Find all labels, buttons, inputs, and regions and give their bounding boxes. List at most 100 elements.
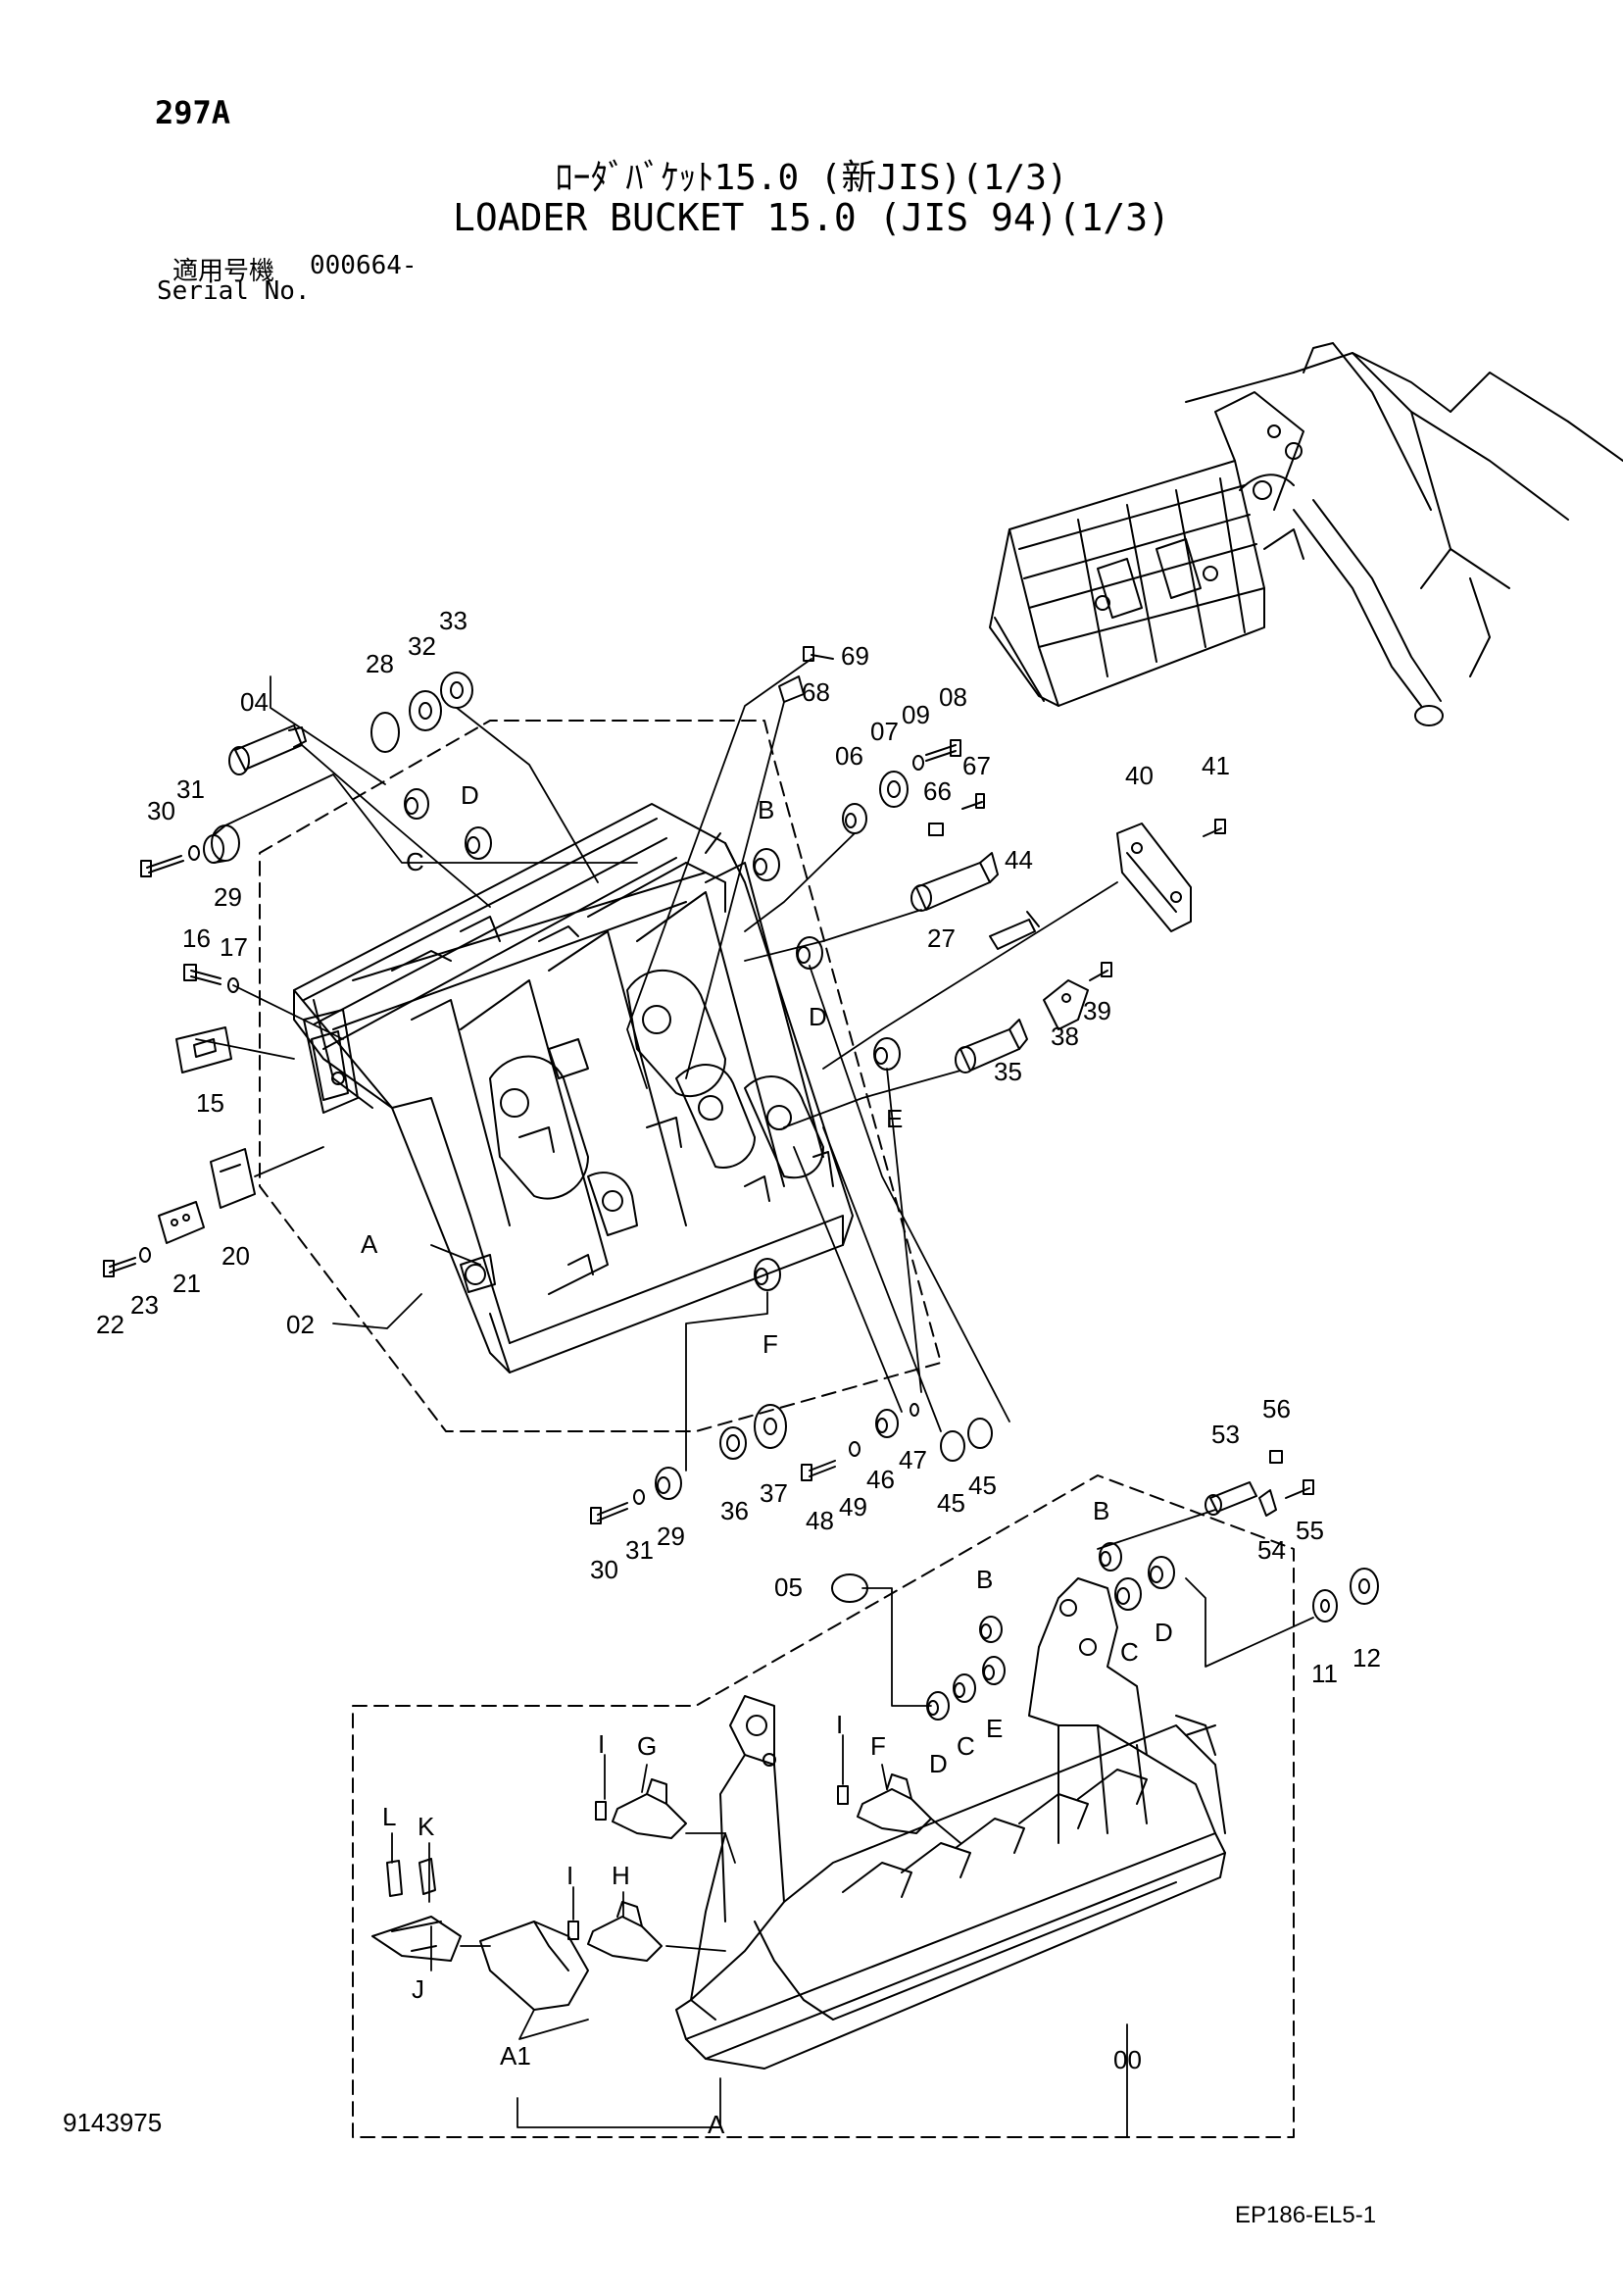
callout-67: 67 xyxy=(962,751,991,780)
pin-L xyxy=(386,1860,403,1897)
callout-F-middle: F xyxy=(762,1329,778,1359)
bushing-D1 xyxy=(465,826,492,860)
pin-53 xyxy=(1205,1481,1257,1516)
callout-27: 27 xyxy=(927,923,956,953)
bracket-21 xyxy=(158,1201,205,1244)
callout-06: 06 xyxy=(835,741,863,771)
callout-D-bucket-left: D xyxy=(929,1749,948,1778)
callout-G: G xyxy=(637,1731,657,1761)
callout-56: 56 xyxy=(1262,1394,1291,1423)
bushing-B2 xyxy=(1099,1542,1122,1572)
washer-09 xyxy=(912,755,924,771)
washer-32 xyxy=(409,690,442,731)
bolt-39 xyxy=(1089,962,1112,981)
callout-29-lower: 29 xyxy=(657,1522,685,1551)
callout-29-upper: 29 xyxy=(214,882,242,912)
bolt-30b xyxy=(590,1502,628,1524)
callout-E-middle: E xyxy=(886,1104,903,1133)
pin-44 xyxy=(989,911,1040,950)
cover-20 xyxy=(210,1148,256,1209)
callout-C-bucket-left: C xyxy=(957,1731,975,1761)
bolt-55 xyxy=(1285,1479,1314,1499)
bolt-22 xyxy=(103,1257,136,1277)
callout-I-left: I xyxy=(598,1729,605,1759)
washer-23 xyxy=(139,1247,151,1263)
callout-00: 00 xyxy=(1113,2045,1142,2074)
serial-number-value: 000664- xyxy=(310,251,418,280)
nut-56 xyxy=(1269,1450,1283,1464)
callout-04: 04 xyxy=(240,687,269,717)
pin-I1 xyxy=(595,1801,607,1821)
callout-44: 44 xyxy=(1005,845,1033,874)
callout-23: 23 xyxy=(130,1290,159,1320)
washer-49 xyxy=(849,1441,861,1457)
washer-31a xyxy=(188,845,200,861)
pin-27 xyxy=(910,852,999,912)
adapter-H xyxy=(587,1901,663,1962)
serial-label-english: Serial No. xyxy=(157,276,311,306)
shim-33 xyxy=(440,672,473,709)
page-number: 297A xyxy=(155,94,231,131)
pin-I2 xyxy=(837,1785,849,1805)
bushing-C2 xyxy=(1114,1577,1142,1611)
callout-D-upper: D xyxy=(461,780,479,810)
washer-31b xyxy=(633,1489,645,1505)
bucket-frame-02 xyxy=(293,803,854,1373)
bolt-16 xyxy=(183,964,221,985)
pin-04 xyxy=(228,724,307,775)
bushing-C1 xyxy=(404,788,429,820)
callout-C-upper: C xyxy=(406,847,424,876)
bushing-D3 xyxy=(1148,1556,1175,1589)
bolt-67 xyxy=(961,793,985,810)
callout-40: 40 xyxy=(1125,761,1154,790)
plate-68 xyxy=(778,675,805,703)
bushing-E1 xyxy=(873,1037,901,1071)
drawing-code: EP186-EL5-1 xyxy=(1235,2202,1377,2228)
callout-A1: A1 xyxy=(500,2041,531,2071)
bucket-00 xyxy=(675,1577,1226,2070)
callout-D-middle: D xyxy=(809,1002,827,1031)
machine-context-illustration xyxy=(989,342,1623,726)
bucket-00-dashed-boundary xyxy=(352,1474,1295,2138)
label-plate-15 xyxy=(175,1026,232,1073)
bushing-D2 xyxy=(796,936,823,970)
bushing-F1 xyxy=(754,1258,781,1291)
callout-05: 05 xyxy=(774,1572,803,1602)
pin-35 xyxy=(955,1019,1028,1073)
callout-68: 68 xyxy=(802,677,830,707)
bracket-40 xyxy=(1116,823,1192,932)
plate-54 xyxy=(1258,1489,1277,1517)
bushing-45b xyxy=(967,1418,993,1449)
adapter-F xyxy=(857,1773,932,1834)
callout-66: 66 xyxy=(923,776,952,806)
tooth-J xyxy=(371,1916,462,1962)
callout-53: 53 xyxy=(1211,1420,1240,1449)
bushing-46 xyxy=(875,1409,899,1438)
callout-47: 47 xyxy=(899,1445,927,1474)
callout-L: L xyxy=(382,1802,396,1831)
adapter-G xyxy=(612,1778,687,1839)
bushing-C3 xyxy=(953,1673,976,1703)
callout-46: 46 xyxy=(866,1465,895,1494)
callout-16: 16 xyxy=(182,923,211,953)
callout-39: 39 xyxy=(1083,996,1111,1025)
callout-49: 49 xyxy=(839,1492,867,1522)
callout-33: 33 xyxy=(439,606,467,635)
serial-label-japanese: 適用号機 xyxy=(172,257,275,286)
plate-66 xyxy=(928,823,944,836)
lock-K xyxy=(418,1858,436,1895)
callout-55: 55 xyxy=(1296,1516,1324,1545)
callout-31-lower: 31 xyxy=(625,1535,654,1565)
callout-21: 21 xyxy=(172,1269,201,1298)
o-ring-28 xyxy=(370,712,400,753)
washer-17 xyxy=(227,977,239,993)
document-number: 9143975 xyxy=(63,2108,163,2137)
callout-I-right: I xyxy=(836,1710,843,1739)
callout-41: 41 xyxy=(1202,751,1230,780)
callout-45-right: 45 xyxy=(968,1471,997,1500)
callout-45-left: 45 xyxy=(937,1488,965,1518)
callout-38: 38 xyxy=(1051,1022,1079,1051)
callout-B-bucket-right: B xyxy=(1093,1496,1109,1525)
callout-12: 12 xyxy=(1352,1643,1381,1672)
